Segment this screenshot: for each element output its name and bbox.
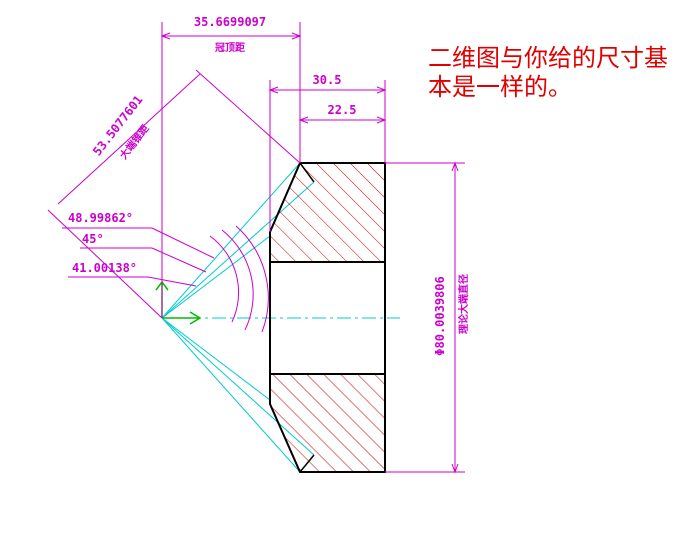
crown-distance-value: 35.6699097 <box>194 15 266 29</box>
dimension-lines <box>47 22 465 474</box>
construction-lines <box>161 162 400 473</box>
gear-section-lower <box>269 373 386 473</box>
angle-face-value: 48.99862° <box>68 211 133 225</box>
width-inner-value: 22.5 <box>328 103 357 117</box>
gear-section-upper <box>269 162 386 263</box>
annotation-note: 二维图与你给的尺寸基本是一样的。 <box>428 44 668 101</box>
gear-bore <box>269 262 386 374</box>
diameter-label: 理论大端直径 <box>457 274 470 334</box>
crown-distance-label: 冠顶距 <box>215 42 245 54</box>
diameter-value: Φ80.0039806 <box>433 276 447 355</box>
width-outer-value: 30.5 <box>313 73 342 87</box>
angle-root-value: 41.00138° <box>72 261 137 275</box>
origin-axis-marker <box>155 280 202 325</box>
angle-pitch-value: 45° <box>82 232 104 246</box>
